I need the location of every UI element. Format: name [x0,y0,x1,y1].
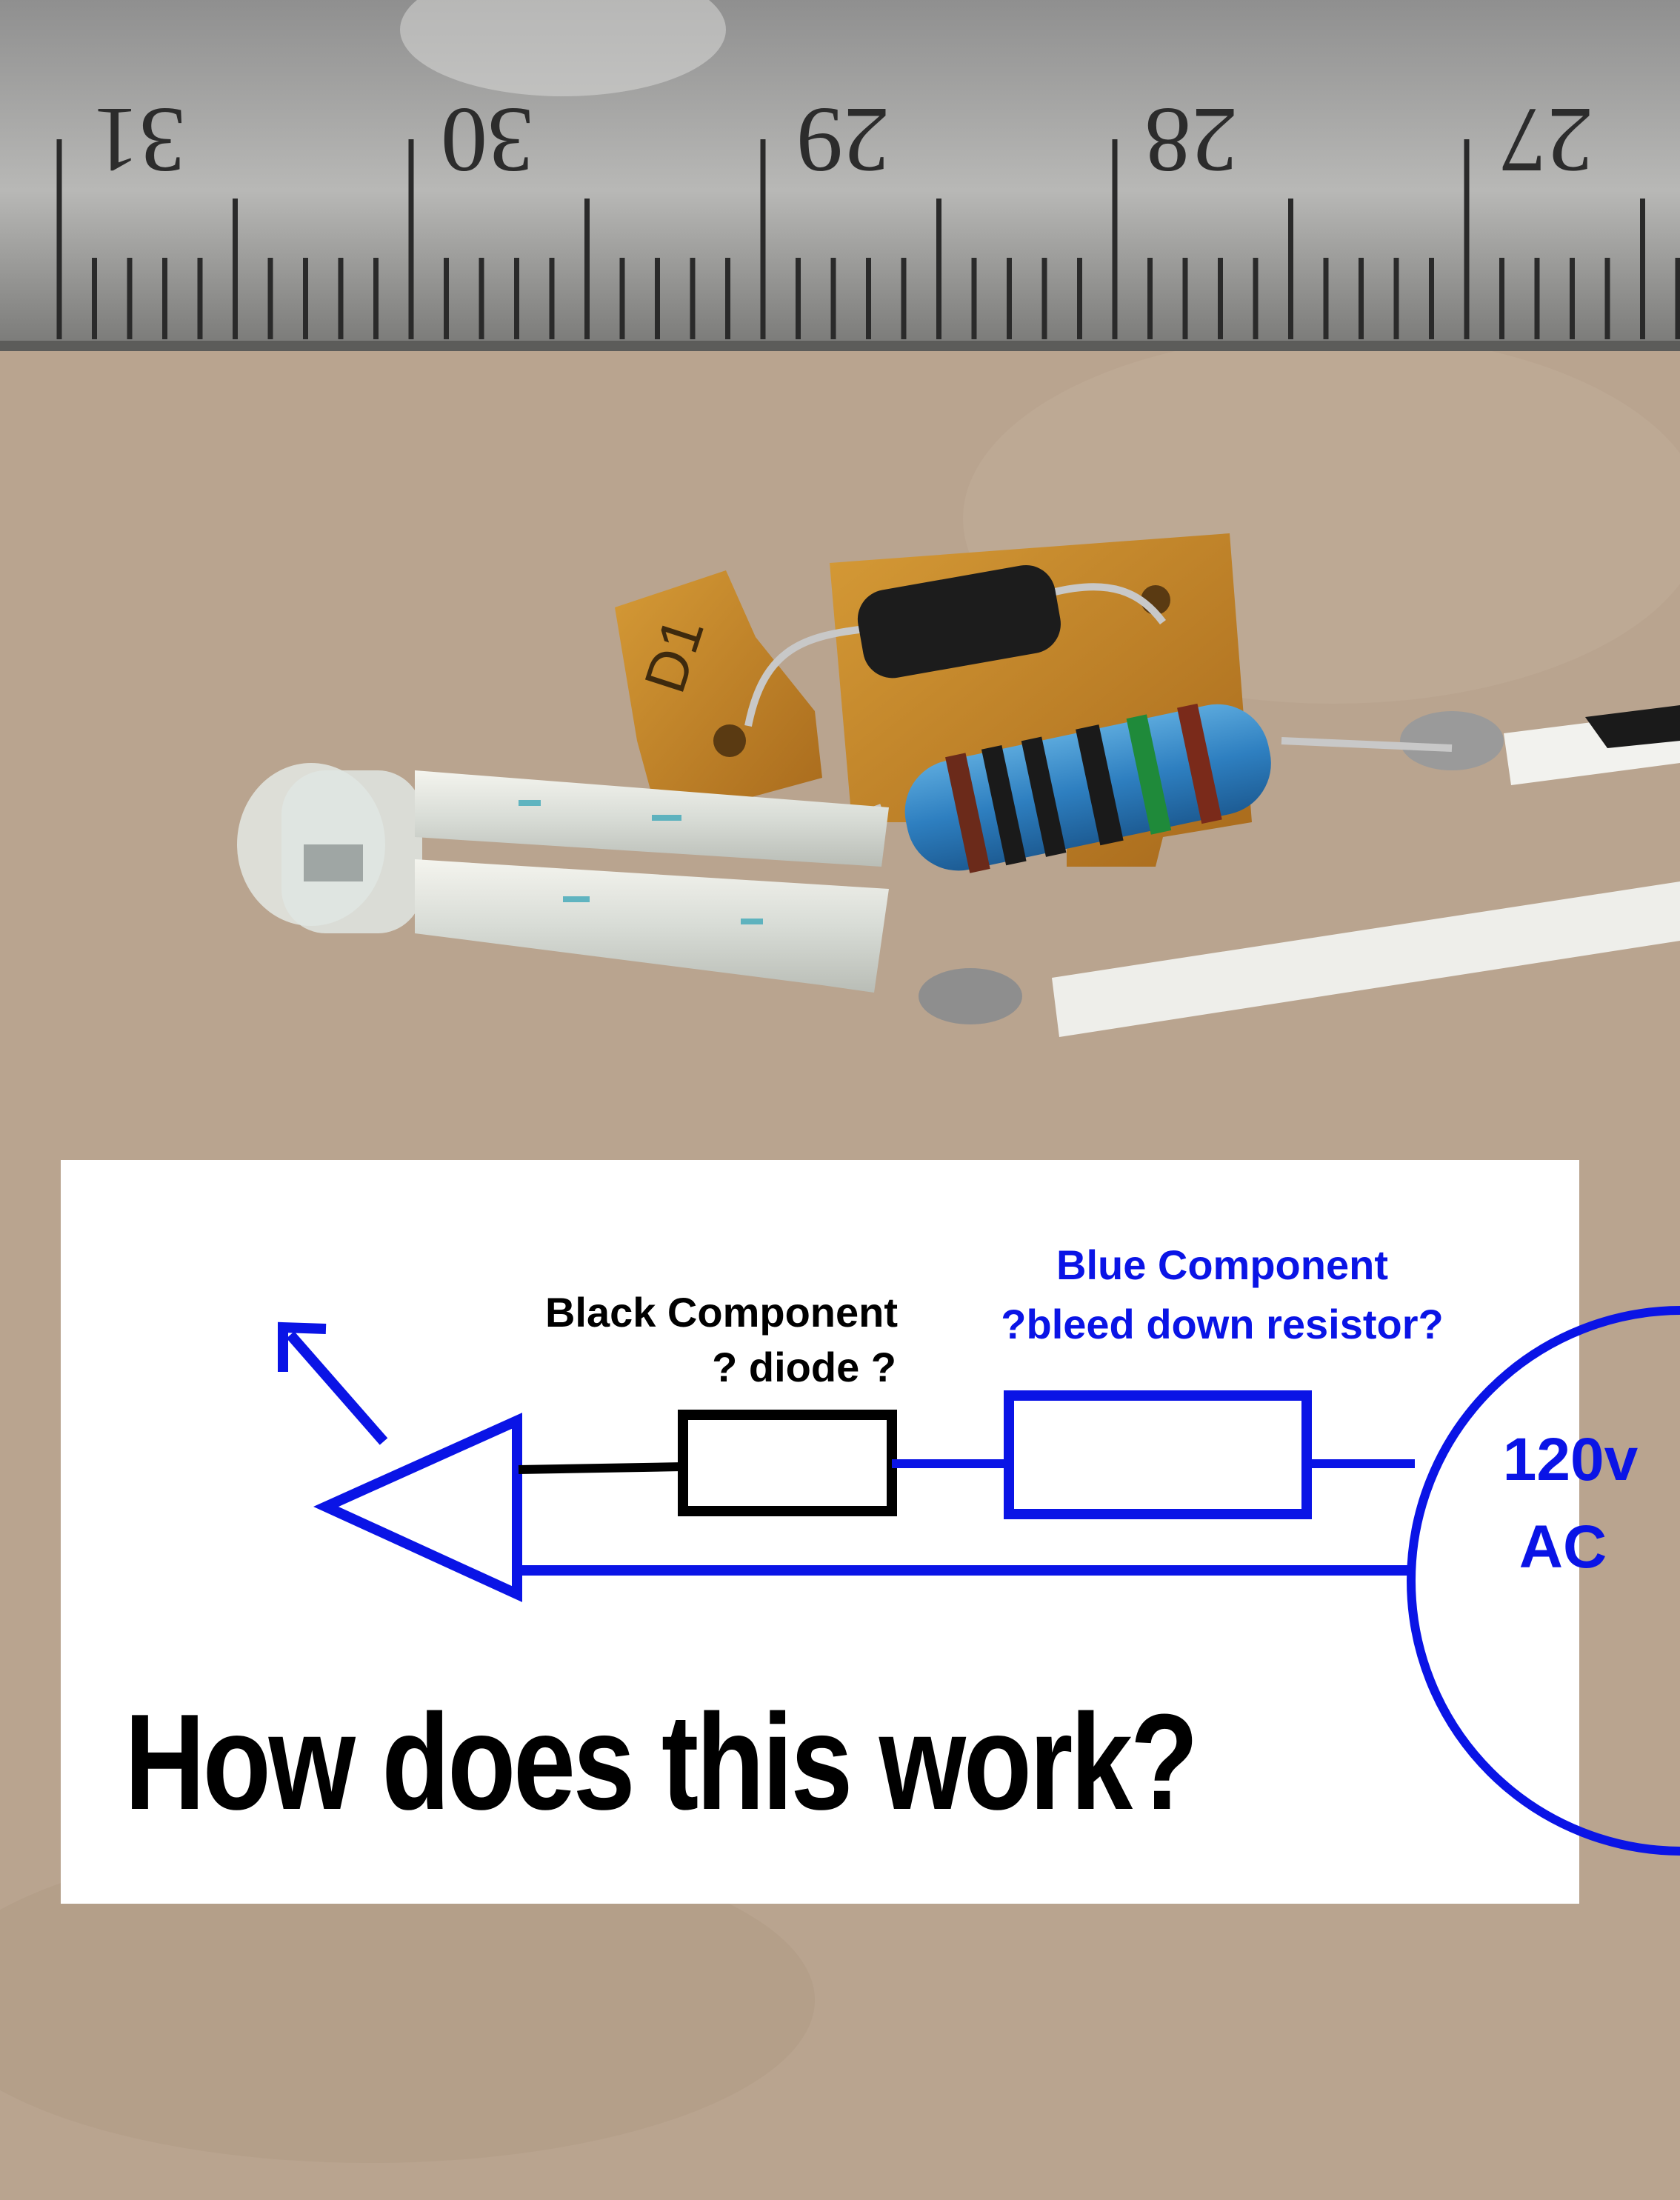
black-component-label: Black Component [544,1289,898,1336]
wire-led-to-diode [518,1462,684,1474]
led-component [237,763,422,933]
steel-ruler [0,0,1680,351]
light-emission-arrow [278,1321,388,1445]
ac-source-voltage-label: 120v [1502,1426,1639,1493]
led-leads-sleeves [415,770,889,993]
wire-bottom [1052,881,1680,1037]
ac-source-circle [1407,1306,1680,1856]
schematic-panel [61,1160,1579,1904]
resistor-component [799,703,1453,873]
diode-symbol-box [678,1410,897,1516]
black-component-sublabel: ? diode ? [712,1344,896,1390]
led-symbol-triangle [313,1413,522,1602]
ac-source-type-label: AC [1519,1513,1607,1581]
question-heading: How does this work? [124,1685,1199,1838]
resistor-symbol-box [1004,1390,1312,1519]
blue-component-label: Blue Component [1056,1241,1388,1288]
diode-component [744,564,1166,727]
blue-component-sublabel: ?bleed down resistor? [1001,1301,1444,1347]
